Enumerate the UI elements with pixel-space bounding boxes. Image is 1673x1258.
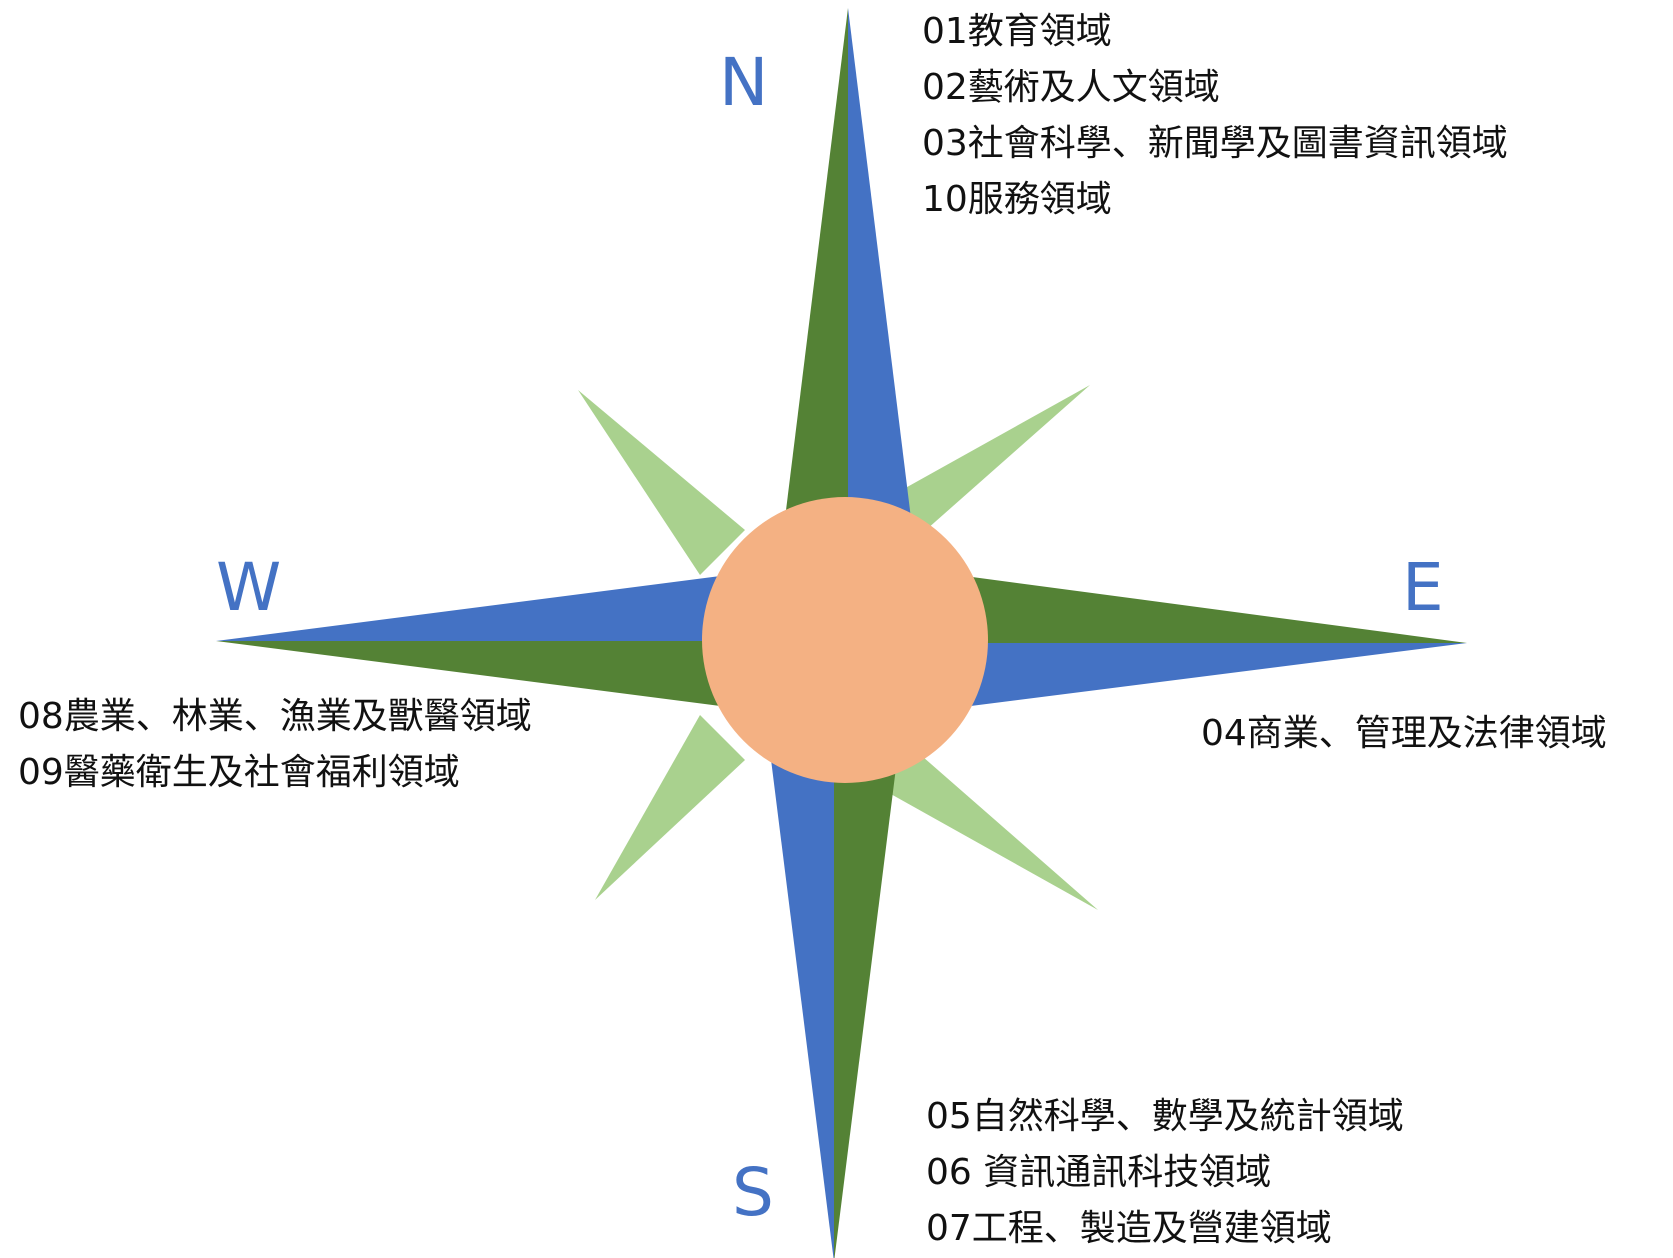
field-item: 07工程、製造及營建領域 [926, 1208, 1332, 1249]
field-item: 10服務領域 [922, 179, 1112, 220]
compass-point-east-lower [845, 643, 1467, 722]
direction-label-west: W [216, 549, 282, 626]
field-group-west: 08農業、林業、漁業及獸醫領域 09醫藥衛生及社會福利領域 [18, 689, 532, 801]
field-item: 08農業、林業、漁業及獸醫領域 [18, 696, 532, 737]
field-item: 01教育領域 [922, 11, 1112, 52]
compass-point-south-left [756, 640, 834, 1258]
direction-label-north: N [719, 44, 769, 121]
compass-point-southwest [595, 715, 745, 900]
direction-label-east: E [1402, 549, 1444, 626]
compass-point-north-left [770, 8, 848, 640]
compass-point-west-lower [216, 641, 845, 722]
field-group-east: 04商業、管理及法律領域 [1201, 706, 1607, 762]
field-item: 09醫藥衛生及社會福利領域 [18, 752, 460, 793]
compass-point-northwest [578, 390, 745, 575]
field-item: 05自然科學、數學及統計領域 [926, 1096, 1404, 1137]
field-group-north: 01教育領域 02藝術及人文領域 03社會科學、新聞學及圖書資訊領域 10服務領… [922, 4, 1508, 228]
compass-point-south-right [834, 640, 912, 1258]
compass-point-east-upper [845, 560, 1467, 643]
compass-point-west-upper [216, 560, 845, 641]
compass-center-circle [702, 497, 988, 783]
field-group-south: 05自然科學、數學及統計領域 06 資訊通訊科技領域 07工程、製造及營建領域 [926, 1089, 1404, 1257]
field-item: 06 資訊通訊科技領域 [926, 1152, 1272, 1193]
direction-label-south: S [732, 1154, 774, 1231]
field-item: 04商業、管理及法律領域 [1201, 713, 1607, 754]
field-item: 03社會科學、新聞學及圖書資訊領域 [922, 123, 1508, 164]
compass-point-north-right [848, 8, 926, 640]
field-item: 02藝術及人文領域 [922, 67, 1220, 108]
